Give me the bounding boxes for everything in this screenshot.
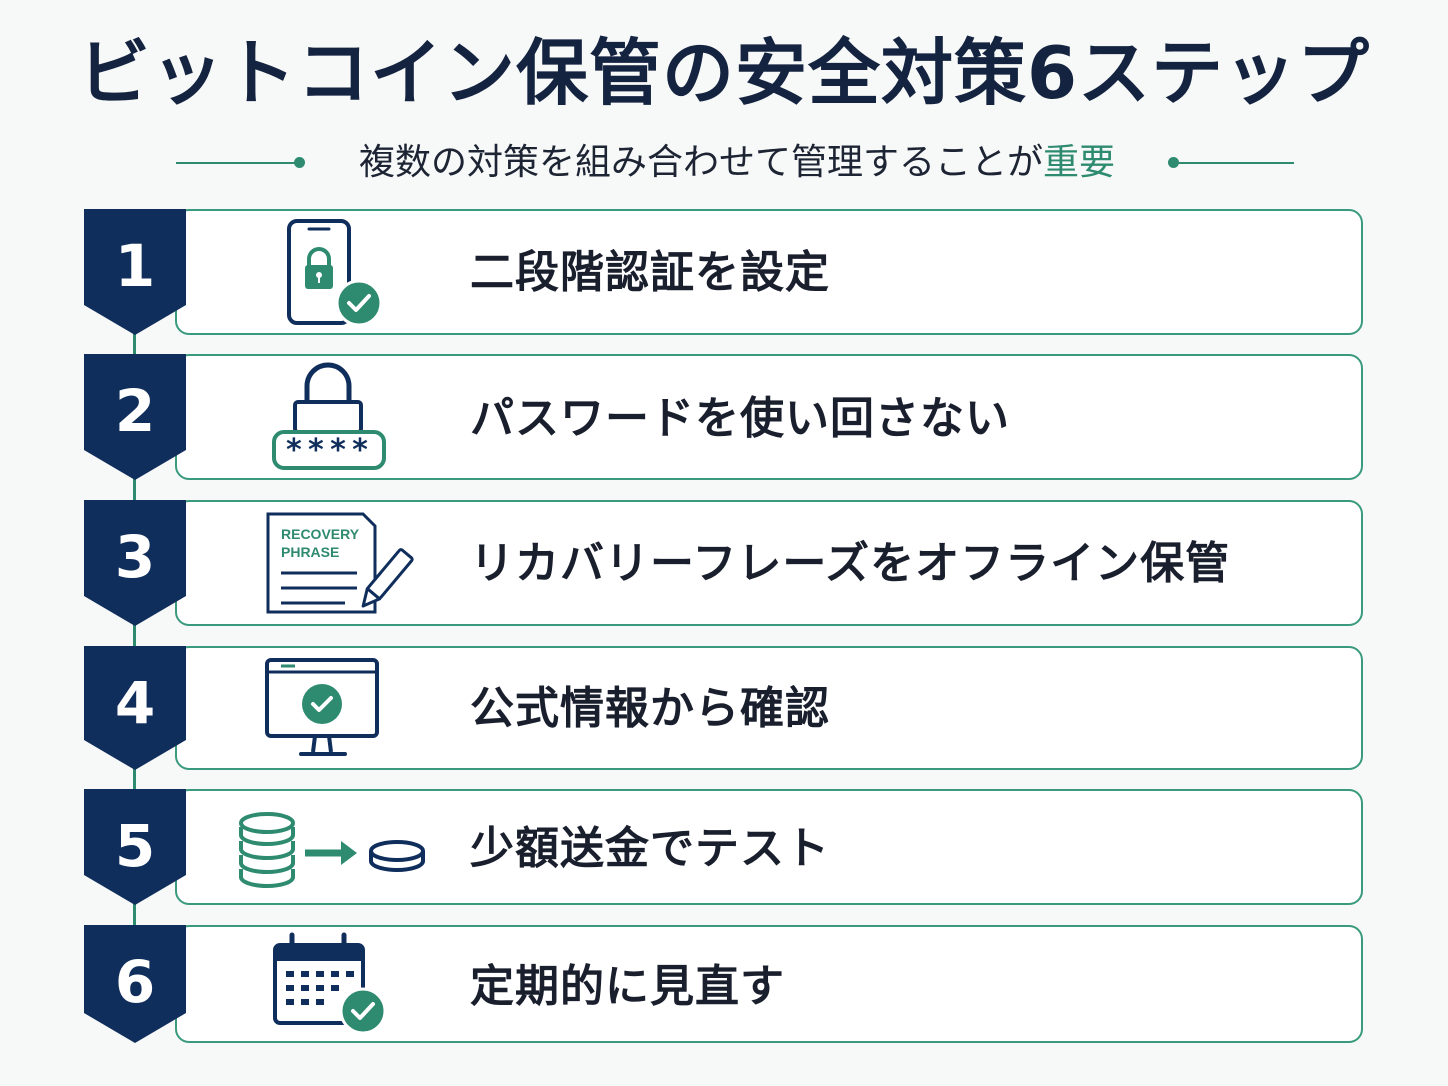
subtitle-left-dot: [294, 157, 305, 168]
step-1: 1 二段階認証を設定: [0, 209, 1448, 337]
page-title: ビットコイン保管の安全対策6ステップ: [77, 31, 1371, 115]
step-card: [175, 925, 1363, 1043]
subtitle-right-dot: [1168, 157, 1179, 168]
step-4: 4 公式情報から確認: [0, 646, 1448, 772]
step-badge: 2: [84, 354, 186, 482]
subtitle-text: 複数の対策を組み合わせて管理することが: [358, 142, 1043, 183]
calendar-check-icon: [225, 925, 425, 1049]
step-badge: 6: [84, 925, 186, 1045]
step-label: 公式情報から確認: [470, 683, 830, 734]
coins-transfer-icon: [225, 789, 425, 911]
step-connector-line: [133, 300, 136, 960]
step-2: 2 **** パスワードを使い回さない: [0, 354, 1448, 482]
subtitle-row: 複数の対策を組み合わせて管理することが重要: [0, 140, 1448, 188]
step-badge: 3: [84, 500, 186, 628]
step-label: 少額送金でテスト: [470, 823, 830, 874]
step-badge: 4: [84, 646, 186, 772]
step-number: 1: [114, 232, 156, 300]
subtitle-left-line: [176, 162, 298, 164]
step-number: 2: [114, 377, 156, 445]
recovery-phrase-document-pen-icon: RECOVERY PHRASE: [225, 500, 425, 632]
step-badge: 1: [84, 209, 186, 337]
monitor-check-icon: [225, 646, 425, 776]
step-number: 5: [114, 812, 156, 880]
subtitle-right-line: [1176, 162, 1294, 164]
step-label: パスワードを使い回さない: [470, 393, 1010, 444]
step-number: 3: [114, 523, 156, 591]
doc-line-1: RECOVERY: [281, 526, 360, 542]
step-label: 二段階認証を設定: [470, 247, 830, 298]
step-6: 6 定期的に見直す: [0, 925, 1448, 1045]
step-badge: 5: [84, 789, 186, 907]
smartphone-lock-check-icon: [225, 209, 425, 341]
step-label: リカバリーフレーズをオフライン保管: [470, 538, 1231, 589]
step-number: 4: [114, 669, 156, 737]
step-5: 5 少額送金でテスト: [0, 789, 1448, 907]
subtitle-accent: 重要: [1043, 142, 1116, 183]
padlock-password-field-icon: ****: [225, 354, 425, 486]
step-number: 6: [114, 948, 156, 1016]
step-label: 定期的に見直す: [470, 961, 785, 1012]
doc-line-2: PHRASE: [281, 544, 339, 560]
step-3: 3 RECOVERY PHRASE リカバリーフレーズをオフライン保管: [0, 500, 1448, 628]
subtitle: 複数の対策を組み合わせて管理することが重要: [322, 140, 1152, 186]
password-mask: ****: [285, 433, 373, 468]
